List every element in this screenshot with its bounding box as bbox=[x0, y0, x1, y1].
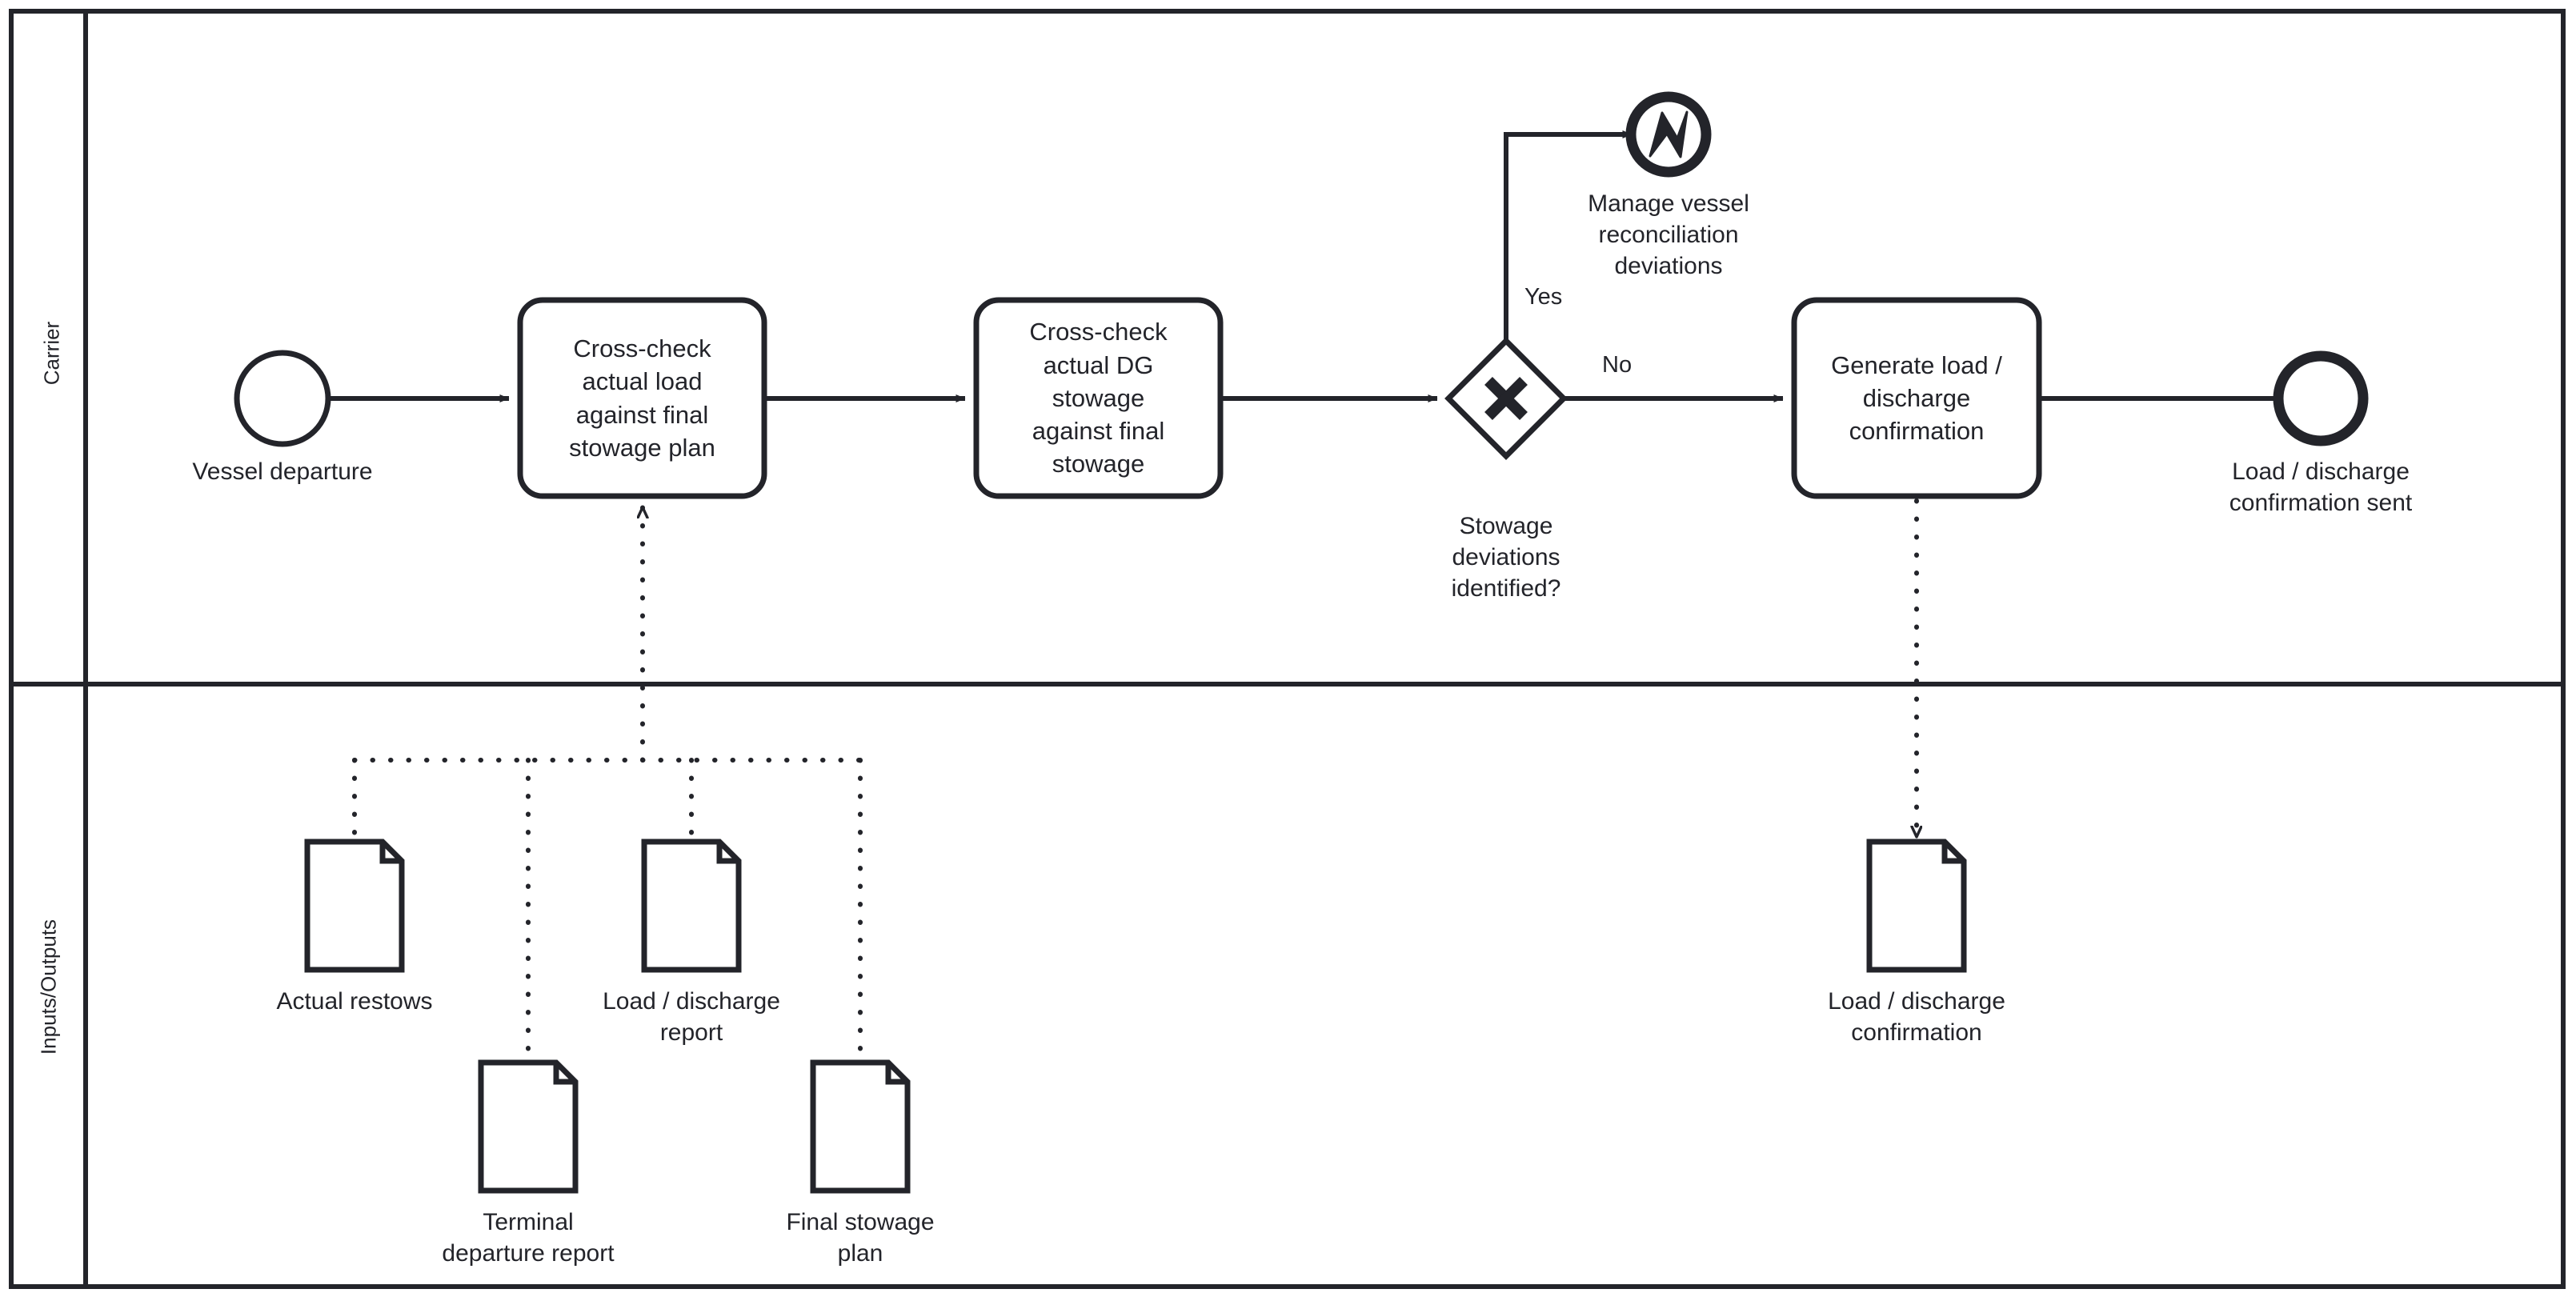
exclusive-gateway-stowage-deviations[interactable] bbox=[1444, 337, 1568, 460]
start-event-vessel-departure[interactable] bbox=[234, 350, 331, 447]
task-label-cross-check-actual-load: Cross-check actual load against final st… bbox=[569, 334, 715, 462]
data-associations bbox=[352, 498, 1917, 1060]
task-cross-check-actual-load[interactable] bbox=[517, 297, 767, 499]
task-generate-load-discharge-confirmation[interactable] bbox=[1791, 297, 2042, 499]
x-gateway-icon bbox=[1484, 377, 1528, 420]
task-label-generate-load-discharge-confirmation: Generate load / discharge confirmation bbox=[1831, 350, 2002, 446]
pool-frame bbox=[9, 9, 2566, 1289]
lane-label-inputs-outputs: Inputs/Outputs bbox=[36, 919, 61, 1055]
document-actual-restows[interactable] bbox=[304, 839, 405, 973]
end-event-load-discharge-confirmation-sent[interactable] bbox=[2273, 350, 2369, 446]
document-load-discharge-report[interactable] bbox=[641, 839, 742, 973]
document-load-discharge-confirmation[interactable] bbox=[1866, 839, 1967, 973]
document-terminal-departure-report[interactable] bbox=[478, 1059, 579, 1194]
flow-label-yes: Yes bbox=[1524, 284, 1563, 310]
flow-gateway-yes-to-escalation bbox=[1504, 130, 1633, 341]
task-label-cross-check-actual-dg-stowage: Cross-check actual DG stowage against fi… bbox=[1029, 318, 1168, 478]
task-cross-check-actual-dg-stowage[interactable] bbox=[973, 297, 1224, 499]
document-final-stowage-plan[interactable] bbox=[810, 1059, 911, 1194]
escalation-bolt-icon bbox=[1649, 110, 1689, 158]
lane-label-carrier: Carrier bbox=[39, 321, 64, 386]
intermediate-event-manage-vessel-reconciliation-deviations[interactable] bbox=[1625, 91, 1712, 178]
flow-label-no: No bbox=[1602, 352, 1633, 378]
sequence-flows bbox=[308, 130, 2285, 402]
